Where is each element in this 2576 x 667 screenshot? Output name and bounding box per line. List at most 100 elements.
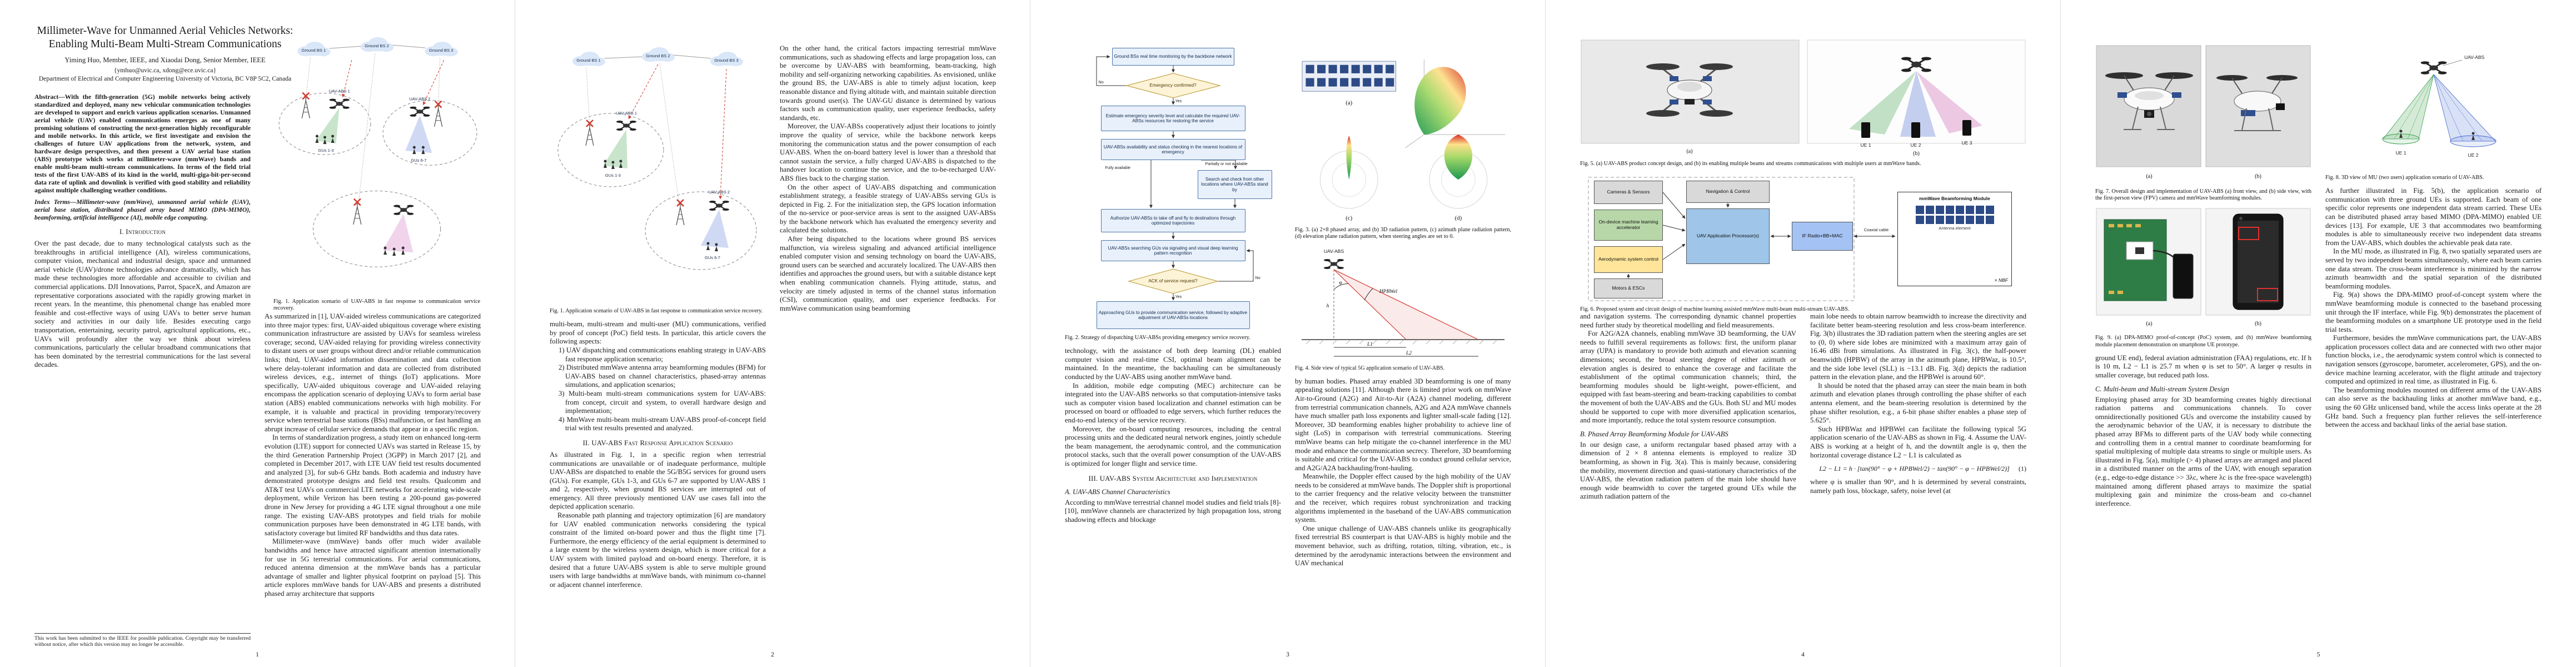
figure-7-prototype: (a) (b) <box>2096 45 2311 180</box>
body-paragraph: Such HPBWaz and HPBWel can facilitate th… <box>1810 425 2026 459</box>
footnote: This work has been submitted to the IEEE… <box>34 633 251 648</box>
pattern-elevation: (d) <box>1429 135 1488 222</box>
uav-abs-drone: UAV-ABS <box>1323 248 1344 270</box>
drop-links <box>305 53 441 205</box>
beam-sector <box>1333 269 1479 340</box>
page-number: 4 <box>1801 651 1805 658</box>
drone-icon <box>709 200 730 211</box>
uav-abs-label: UAV-ABS 1 <box>328 89 350 94</box>
person-icon <box>392 247 396 256</box>
ue-label: UE 2 <box>2468 152 2479 158</box>
ue-label: UE 1 <box>2396 150 2406 156</box>
subsection-heading-b: B. Phased Array Beamforming Module for U… <box>1580 430 1728 438</box>
body-paragraph: In terms of standardization progress, a … <box>265 434 481 537</box>
dispatch-arrows <box>628 64 727 200</box>
body-paragraph: main lobe needs to obtain narrow beamwid… <box>1810 312 2026 381</box>
gu-group-label: GUs 1-3 <box>318 148 333 153</box>
tower-icon <box>676 203 685 226</box>
drone-canopy <box>1677 82 1702 92</box>
ue-phones <box>1861 120 1971 138</box>
block-aerodynamic-control: Aerodynamic system control <box>1594 246 1663 273</box>
beamforming-modules <box>1670 76 1712 104</box>
equation-number: (1) <box>2019 465 2026 473</box>
list-item: 3) Multi-beam multi-stream communication… <box>559 389 766 415</box>
beam-cone-blue <box>2433 74 2497 147</box>
page3-left-column: Ground BSs real time monitoring by the b… <box>1065 44 1281 639</box>
drone-icon <box>393 204 415 216</box>
page4-figures: (a) UE 1 UE 2 <box>1580 39 2026 318</box>
body-paragraph: where φ is smaller than 90°, and h is de… <box>1810 478 2026 495</box>
flowchart-label-yes: Yes <box>1175 294 1182 299</box>
equation-body: L2 − L1 = h · [tan(90° − φ + HPBWel/2) −… <box>1819 465 2010 473</box>
ground-bs-label: Ground BS 3 <box>429 48 454 53</box>
body-paragraph: Meanwhile, the Doppler effect caused by … <box>1295 472 1511 524</box>
figure-5-caption: Fig. 5. (a) UAV-ABS product concept desi… <box>1580 161 1921 167</box>
page-1: Millimeter-Wave for Unmanned Aerial Vehi… <box>0 0 515 667</box>
body-paragraph: Fig. 9(a) shows the DPA-MIMO proof-of-co… <box>2325 291 2542 334</box>
flowchart-label-no: No <box>1255 275 1260 280</box>
figure-1-caption: Fig. 1. Application scenario of UAV-ABS … <box>273 298 480 311</box>
flowchart-label-yes: Yes <box>1175 98 1182 103</box>
footnote-text: This work has been submitted to the IEEE… <box>34 635 251 648</box>
page3-right-column: (a) (b) (c) <box>1295 44 1511 639</box>
gu-group-label: GUs 6-7 <box>705 255 720 260</box>
flowchart-box-estimate: Estimate emergency severity level and ca… <box>1100 106 1245 131</box>
page5-right-column: UAV-ABS UE 1 <box>2325 44 2542 639</box>
body-paragraph: As further illustrated in Fig. 5(b), the… <box>2325 187 2542 247</box>
beam-cones <box>316 107 432 253</box>
figure-1-caption: Fig. 1. Application scenario of UAV-ABS … <box>550 308 763 314</box>
page-3: Ground BSs real time monitoring by the b… <box>1030 0 1546 667</box>
subfig-mark: (b) <box>1913 151 1920 157</box>
flowchart-box-search-other: Search and check from other locations wh… <box>1197 170 1272 199</box>
backbone-network: Ground BS 1 Ground BS 2 Ground BS 3 <box>297 37 458 57</box>
block-mmwave-beamforming-module: mmWave Beamforming Module Antenna elemen… <box>1897 192 2012 287</box>
figure-1: Ground BS 1 Ground BS 2 Ground BS 3 <box>273 33 480 317</box>
figure-4-geometry: UAV-ABS h <box>1302 248 1504 357</box>
body-paragraph: In the MU mode, as illustrated in Fig. 8… <box>2325 247 2542 290</box>
uav-abs-drones: UAV-ABS 1 UAV-ABS 2 <box>328 89 431 216</box>
abstract: Abstract—With the fifth-generation (5G) … <box>34 93 251 194</box>
page-number: 1 <box>256 651 259 658</box>
callout-line <box>2443 59 2463 66</box>
page5-left-column: (a) (b) <box>2095 44 2311 639</box>
antenna-array-grid <box>1915 206 1994 224</box>
page-5: (a) (b) <box>2061 0 2576 667</box>
index-terms: Index Terms—Millimeter-wave (mmWave), un… <box>34 198 251 221</box>
ground-users: GUs 1-3 GUs 6-7 <box>604 160 720 260</box>
l2-label: L2 <box>1406 351 1412 356</box>
figure-3-radiation-patterns: (a) (b) (c) <box>1302 59 1506 222</box>
camera-gimbal <box>1685 99 1695 104</box>
subsection-heading-c: C. Multi-beam and Multi-stream System De… <box>2095 385 2229 393</box>
ue-label: UE 1 <box>1861 142 1871 148</box>
list-item: 1) UAV dispatching and communications en… <box>559 346 766 363</box>
ground-line <box>1302 339 1504 344</box>
fig7-panel-b: (b) <box>2205 45 2311 180</box>
page-2: Ground BS 1 Ground BS 2 Ground BS 3 <box>515 0 1030 667</box>
ground-bs-label: Ground BS 1 <box>302 48 326 53</box>
pattern-3d: (b) <box>1405 59 1506 150</box>
block-cameras-sensors: Cameras & Sensors <box>1594 181 1663 205</box>
body-paragraph: Reasonable path planning and trajectory … <box>550 511 766 589</box>
list-item: 2) Distributed mmWave antenna array beam… <box>559 364 766 389</box>
person-icon <box>383 246 387 255</box>
drone-icon <box>616 120 637 131</box>
decision-diamond <box>1125 73 1221 98</box>
tower-icon <box>434 104 443 127</box>
pcb-board <box>2104 219 2167 301</box>
flowchart-label-fully-available: Fully available <box>1105 165 1131 170</box>
authors-line: Yiming Huo, Member, IEEE, and Xiaodai Do… <box>64 56 266 64</box>
subsection-heading-a: A. UAV-ABS Channel Characteristics <box>1065 487 1170 496</box>
backbone-network: Ground BS 1 Ground BS 2 Ground BS 3 <box>572 47 743 66</box>
ground-bs-label: Ground BS 2 <box>365 43 389 48</box>
figure-5-concept: (a) UE 1 UE 2 <box>1581 39 2026 157</box>
figure-8-mu-scenario: UAV-ABS UE 1 <box>2382 54 2497 158</box>
paper-title: Millimeter-Wave for Unmanned Aerial Vehi… <box>37 25 293 50</box>
tower-icon <box>301 96 311 119</box>
body-paragraph: Furthermore, besides the mmWave communic… <box>2325 334 2542 386</box>
flowchart-box-monitoring: Ground BSs real time monitoring by the b… <box>1112 48 1234 66</box>
failed-towers <box>585 119 685 226</box>
body-paragraph: and navigation systems. The correspondin… <box>1580 312 1796 329</box>
page-4: (a) UE 1 UE 2 <box>1546 0 2061 667</box>
module-placement-highlights <box>2238 227 2278 302</box>
